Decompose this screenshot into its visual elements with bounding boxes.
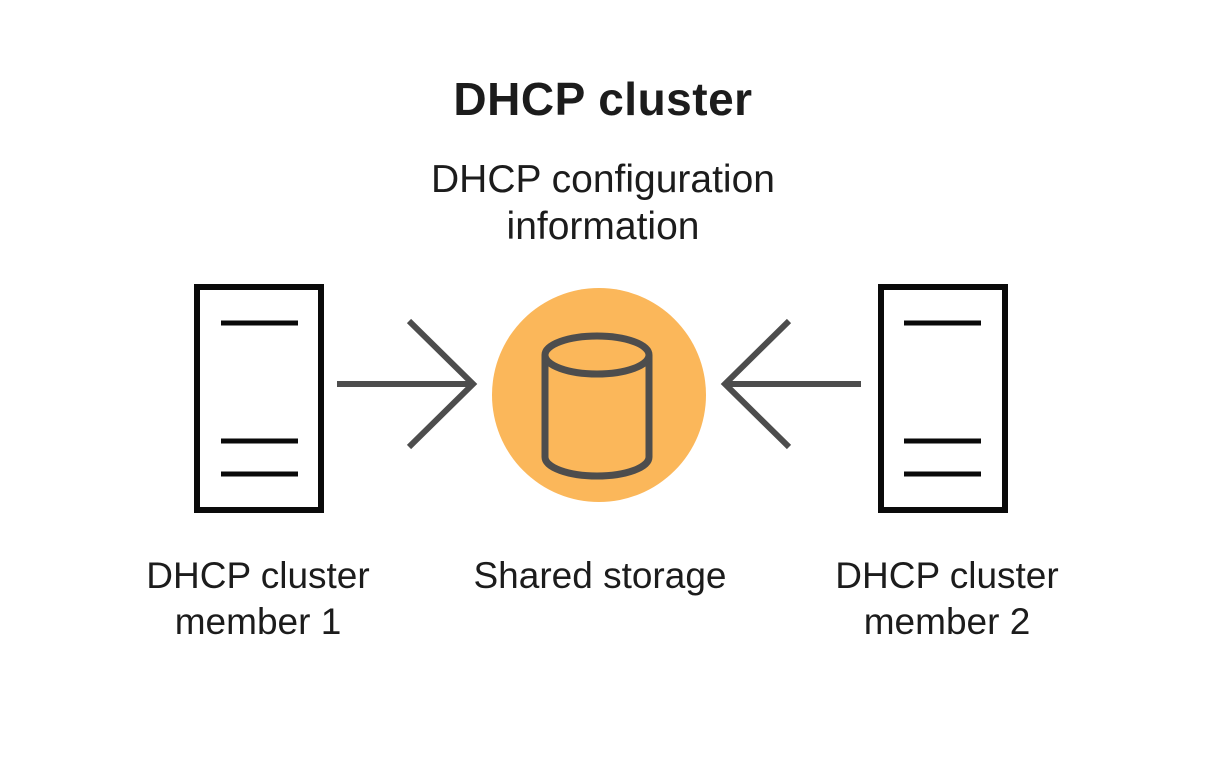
member2-label-line-1: DHCP cluster (835, 555, 1059, 596)
database-cylinder-icon (541, 332, 653, 480)
diagram-subtitle: DHCP configuration information (0, 156, 1206, 250)
member1-label: DHCP cluster member 1 (98, 553, 418, 645)
server-body (194, 284, 324, 513)
member2-label: DHCP cluster member 2 (787, 553, 1107, 645)
subtitle-line-1: DHCP configuration (431, 158, 775, 201)
arrow-right-icon (337, 318, 478, 450)
subtitle-line-2: information (506, 205, 700, 248)
server-body (878, 284, 1008, 513)
member1-label-line-2: member 1 (174, 601, 342, 642)
cylinder-top (541, 332, 653, 378)
arrow-head (720, 318, 792, 450)
server-icon (194, 284, 324, 513)
arrow-left-icon (720, 318, 861, 450)
server-icon (878, 284, 1008, 513)
cylinder-body (541, 355, 653, 480)
diagram-title: DHCP cluster (453, 73, 753, 125)
member2-label-line-2: member 2 (863, 601, 1031, 642)
arrow-head (406, 318, 478, 450)
storage-label: Shared storage (473, 555, 727, 596)
member1-label-line-1: DHCP cluster (146, 555, 370, 596)
storage-circle (492, 288, 706, 502)
shared-storage-node (492, 288, 706, 502)
